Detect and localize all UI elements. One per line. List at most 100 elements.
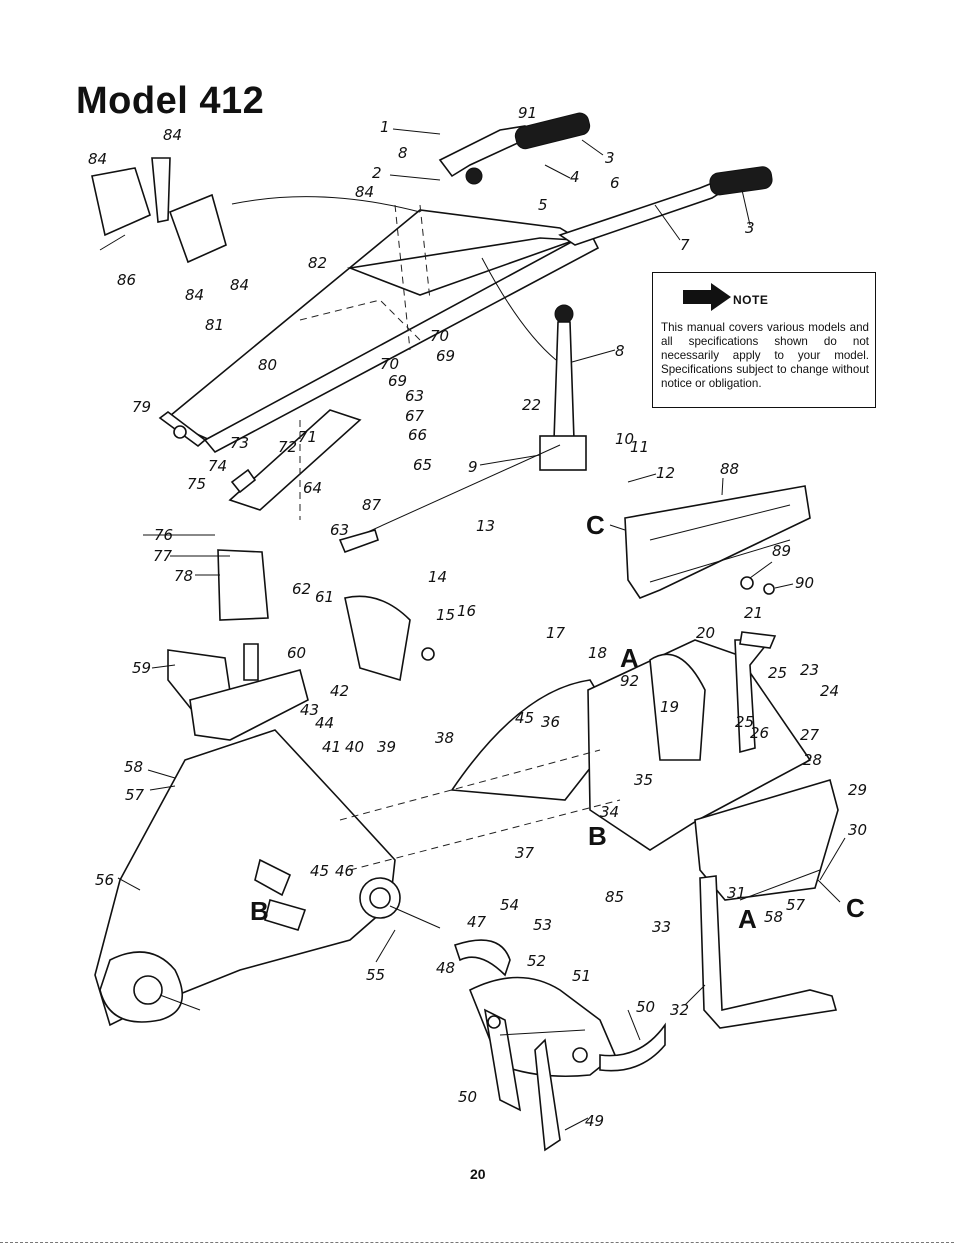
callout-52: 52 [527, 952, 546, 970]
callout-16: 16 [457, 602, 476, 620]
callout-43: 43 [300, 701, 319, 719]
callout-66: 66 [408, 426, 427, 444]
callout-12: 12 [656, 464, 675, 482]
callout-39: 39 [377, 738, 396, 756]
callout-84d: 84 [230, 276, 249, 294]
callout-41: 41 [322, 738, 341, 756]
callout-13: 13 [476, 517, 495, 535]
callout-64: 64 [303, 479, 322, 497]
page-number: 20 [470, 1166, 486, 1182]
callout-90: 90 [795, 574, 814, 592]
callout-19: 19 [660, 698, 679, 716]
callout-85: 85 [605, 888, 624, 906]
callout-22: 22 [522, 396, 541, 414]
callout-60: 60 [287, 644, 306, 662]
depth-stake [699, 875, 838, 1029]
callout-24: 24 [820, 682, 839, 700]
callout-73: 73 [230, 434, 249, 452]
callout-8b: 8 [398, 144, 408, 162]
callout-11: 11 [630, 438, 649, 456]
note-box: NOTE This manual covers various models a… [652, 272, 876, 408]
callout-74: 74 [208, 457, 227, 475]
callout-5: 5 [538, 196, 548, 214]
callout-57a: 57 [125, 786, 145, 804]
callout-48: 48 [436, 959, 455, 977]
callout-76: 76 [154, 526, 173, 544]
callout-59: 59 [132, 659, 151, 677]
callout-51: 51 [572, 967, 591, 985]
callout-42: 42 [330, 682, 349, 700]
callout-70b: 70 [380, 355, 399, 373]
callout-labels: 1 2 3 3 4 5 6 7 8 8 9 10 11 12 13 14 15 … [88, 104, 867, 1130]
deflector-plate [624, 485, 811, 599]
callout-82: 82 [308, 254, 327, 272]
callout-26: 26 [750, 724, 769, 742]
ref-letter-c-top: C [586, 510, 605, 540]
ref-letter-a-bottom: A [738, 904, 757, 934]
handle-assembly [158, 112, 773, 471]
chain-case [94, 729, 621, 1027]
callout-29: 29 [848, 781, 867, 799]
callout-49: 49 [585, 1112, 604, 1130]
callout-54: 54 [500, 896, 519, 914]
callout-91: 91 [518, 104, 537, 122]
callout-31: 31 [727, 884, 746, 902]
callout-33: 33 [652, 918, 671, 936]
callout-61: 61 [315, 588, 334, 606]
callout-65: 65 [413, 456, 432, 474]
bottom-divider [0, 1242, 954, 1244]
callout-6: 6 [610, 174, 620, 192]
callout-8: 8 [615, 342, 625, 360]
callout-3b: 3 [745, 219, 755, 237]
callout-87: 87 [362, 496, 382, 514]
callout-17: 17 [546, 624, 566, 642]
callout-47: 47 [467, 913, 487, 931]
callout-3a: 3 [605, 149, 615, 167]
callout-30: 30 [848, 821, 867, 839]
callout-63b: 63 [405, 387, 424, 405]
note-heading: NOTE [733, 293, 769, 307]
callout-58a: 58 [124, 758, 143, 776]
callout-56: 56 [95, 871, 114, 889]
callout-9: 9 [468, 458, 478, 476]
callout-69a: 69 [436, 347, 455, 365]
page-title: Model 412 [76, 80, 265, 122]
callout-69b: 69 [388, 372, 407, 390]
callout-15: 15 [436, 606, 455, 624]
callout-25a: 25 [768, 664, 787, 682]
tine-assembly [453, 939, 666, 1152]
callout-18: 18 [588, 644, 607, 662]
reference-letters: A A B B C C [250, 510, 865, 934]
callout-40: 40 [345, 738, 364, 756]
ref-letter-c-bottom: C [846, 893, 865, 923]
note-text: This manual covers various models and al… [661, 321, 869, 390]
callout-45a: 45 [515, 709, 534, 727]
callout-84c: 84 [185, 286, 204, 304]
mid-parts [167, 409, 561, 741]
callout-92: 92 [620, 672, 639, 690]
callout-36: 36 [541, 713, 560, 731]
callout-70a: 70 [430, 327, 449, 345]
callout-34: 34 [600, 803, 619, 821]
callout-89: 89 [772, 542, 791, 560]
callout-25b: 25 [735, 713, 754, 731]
callout-50b: 50 [458, 1088, 477, 1106]
callout-2: 2 [372, 164, 382, 182]
ref-letter-b-left: B [250, 896, 269, 926]
callout-44: 44 [315, 714, 334, 732]
callout-38: 38 [435, 729, 454, 747]
callout-84b: 84 [163, 126, 182, 144]
callout-58b: 58 [764, 908, 783, 926]
callout-14: 14 [428, 568, 447, 586]
callout-84e: 84 [355, 183, 374, 201]
callout-28: 28 [803, 751, 822, 769]
ref-letter-a-top: A [620, 643, 639, 673]
callout-57b: 57 [786, 896, 806, 914]
callout-20: 20 [696, 624, 715, 642]
callout-45b: 45 [310, 862, 329, 880]
callout-79: 79 [132, 398, 151, 416]
callout-7: 7 [680, 236, 690, 254]
callout-55: 55 [366, 966, 385, 984]
callout-81: 81 [205, 316, 224, 334]
